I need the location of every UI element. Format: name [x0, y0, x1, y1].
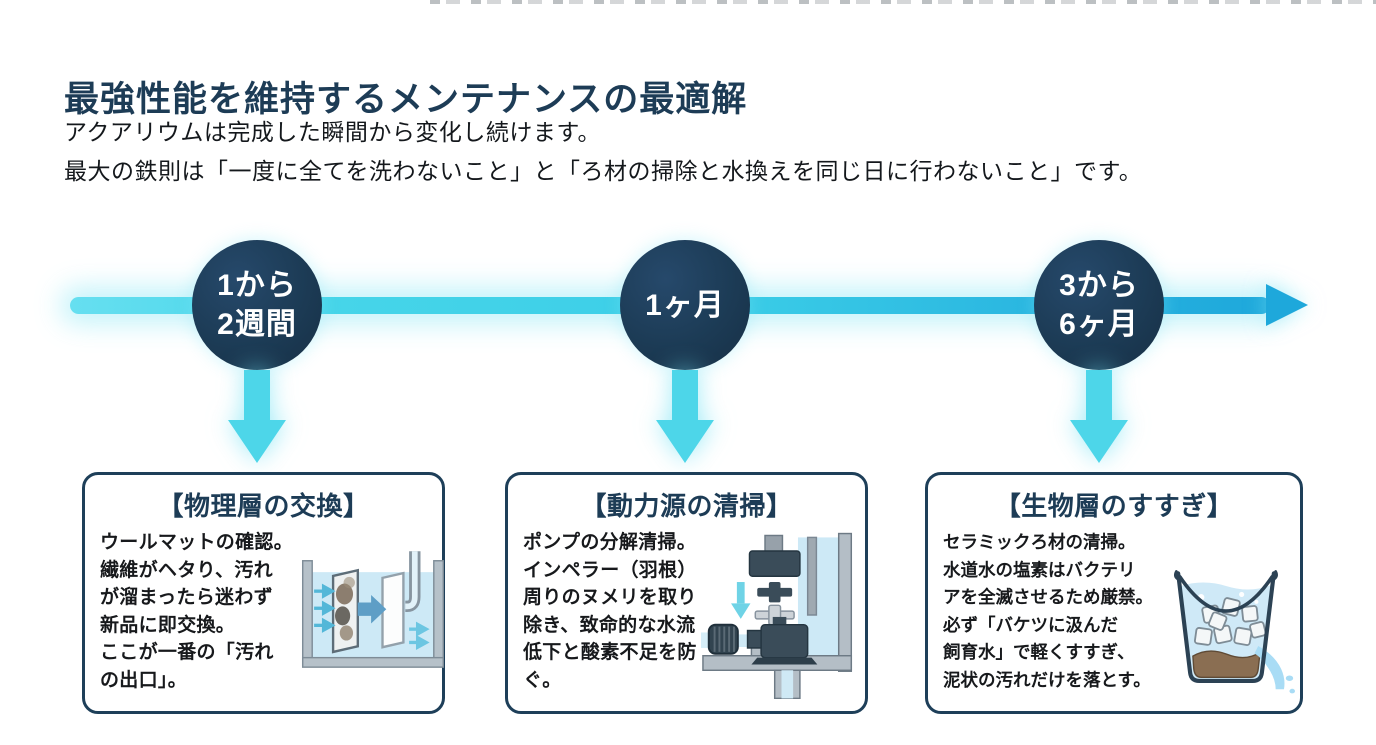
timeline-arrowhead-icon [1266, 284, 1308, 326]
card-body-text: ウールマットの確認。 繊維がヘタり、汚れ が溜まったら迷わず 新品に即交換。 こ… [100, 532, 294, 691]
milestone-circle-1-month: 1ヶ月 [620, 240, 750, 370]
card-title: 【物理層の交換】 [157, 491, 370, 521]
card-title: 【生物層のすすぎ】 [994, 491, 1234, 521]
page-subtitle: アクアリウムは完成した瞬間から変化し続けます。 最大の鉄則は「一度に全てを洗わな… [64, 119, 1143, 184]
cropped-text-artifact [430, 0, 1376, 4]
down-arrow-icon [1070, 370, 1128, 463]
milestone-circle-1-2-weeks: 1から 2週間 [192, 240, 322, 370]
wool-mat-filter-illustration [297, 551, 449, 680]
card-body-text: セラミックろ材の清掃。 水道水の塩素はバクテリ アを全滅させるため厳禁。 必ず「… [943, 532, 1153, 690]
page-title: 最強性能を維持するメンテナンスの最適解 [64, 80, 748, 120]
card-body-text: ポンプの分解清掃。 インペラー（羽根） 周りのヌメリを取り 除き、致命的な水流 … [523, 532, 697, 691]
card-power-source: 【動力源の清掃】 ポンプの分解清掃。 インペラー（羽根） 周りのヌメリを取り 除… [505, 472, 868, 714]
pump-disassembly-illustration [700, 531, 861, 704]
card-biological-layer: 【生物層のすすぎ】 セラミックろ材の清掃。 水道水の塩素はバクテリ アを全滅させ… [925, 472, 1303, 714]
milestone-circle-3-6-months: 3から 6ヶ月 [1034, 240, 1164, 370]
down-arrow-icon [656, 370, 714, 463]
down-arrow-icon [228, 370, 286, 463]
card-physical-layer: 【物理層の交換】 ウールマットの確認。 繊維がヘタり、汚れ が溜まったら迷わず … [82, 472, 445, 714]
bucket-rinse-illustration [1157, 547, 1295, 704]
card-title: 【動力源の清掃】 [580, 491, 793, 521]
